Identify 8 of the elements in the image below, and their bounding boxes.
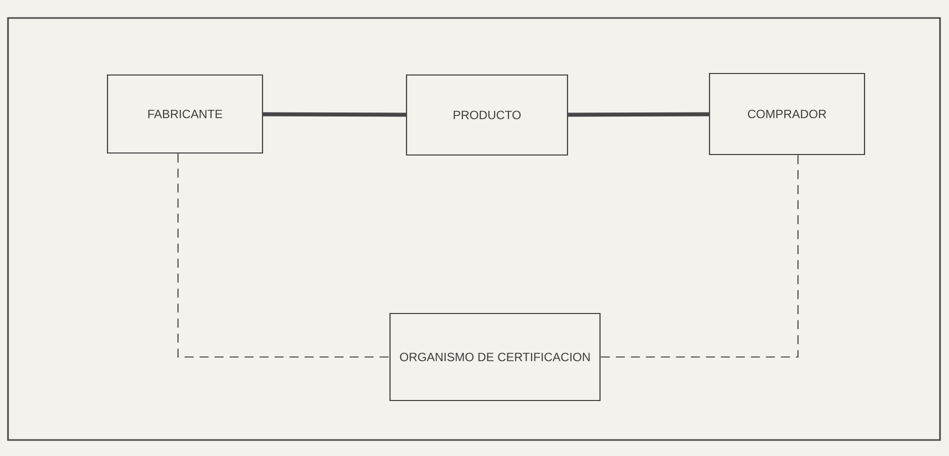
- process-box: FABRICANTE: [106, 74, 264, 154]
- process-box: COMPRADOR: [708, 72, 866, 156]
- connector-line: [177, 154, 390, 358]
- process-box: ORGANISMO DE CERTIFICACION: [389, 312, 601, 402]
- connector-line: [568, 112, 709, 117]
- process-box: PRODUCTO: [406, 74, 568, 156]
- connector-line: [263, 112, 406, 117]
- connector-line: [600, 155, 799, 358]
